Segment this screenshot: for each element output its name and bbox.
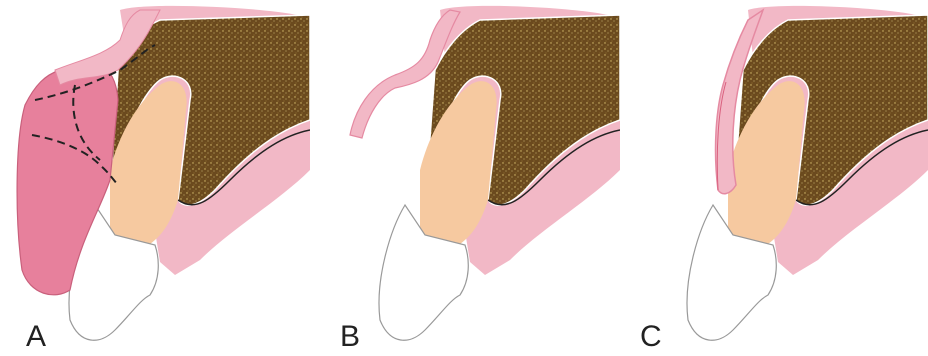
panel-c-drawing xyxy=(618,0,928,356)
panel-b-drawing xyxy=(310,0,620,356)
panel-a-drawing xyxy=(0,0,310,356)
panel-c-label: C xyxy=(640,322,662,352)
panel-a-label: A xyxy=(26,322,46,352)
panel-c: C xyxy=(618,0,928,356)
panel-b: B xyxy=(310,0,620,356)
panel-a: A xyxy=(0,0,310,356)
panel-b-label: B xyxy=(340,322,360,352)
